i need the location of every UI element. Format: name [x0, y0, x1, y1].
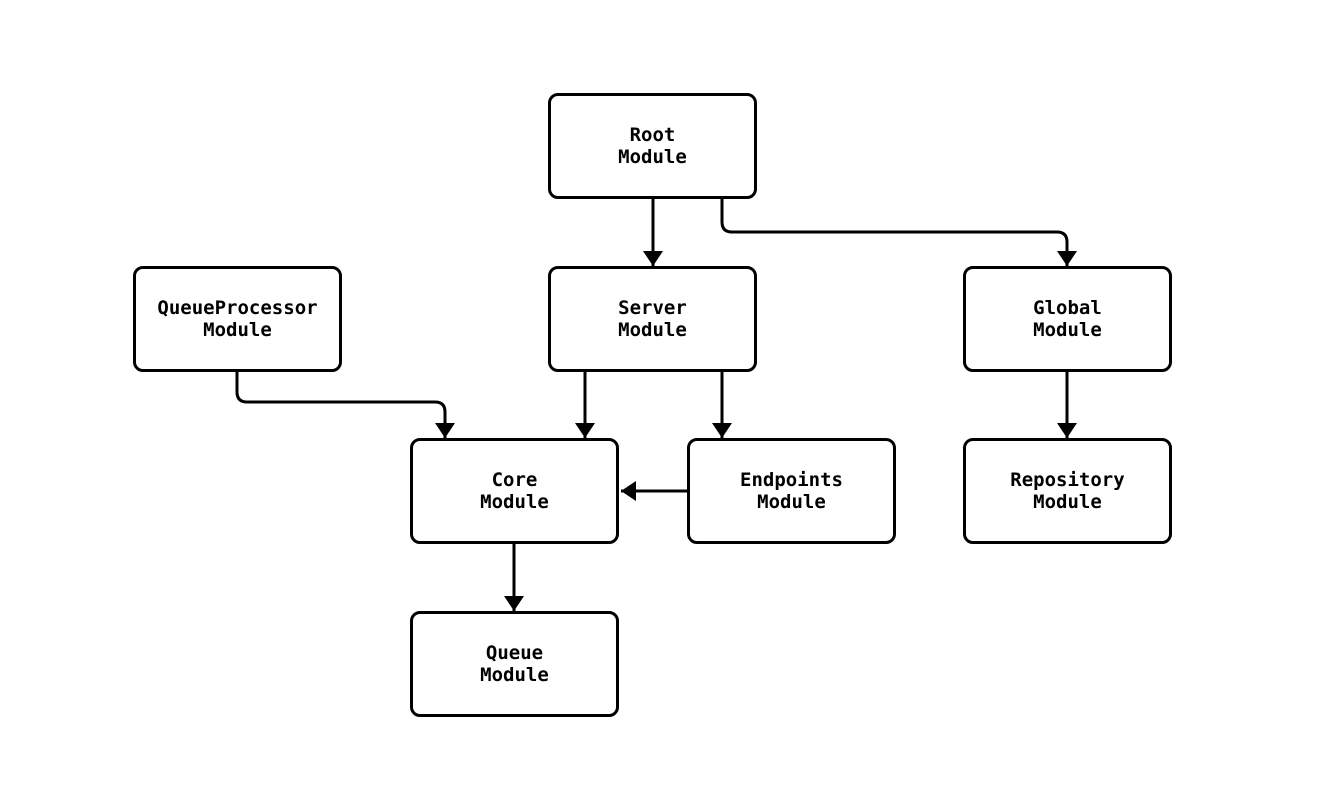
edge-queueprocessor-to-core	[235, 372, 455, 438]
node-core-module: Core Module	[410, 438, 619, 544]
node-label: Repository Module	[1010, 469, 1125, 513]
node-global-module: Global Module	[963, 266, 1172, 372]
node-server-module: Server Module	[548, 266, 757, 372]
node-root-module: Root Module	[548, 93, 757, 199]
node-label: Root Module	[618, 124, 687, 168]
node-label: Server Module	[618, 297, 687, 341]
edge-root-to-global	[720, 199, 1077, 266]
node-label: Endpoints Module	[740, 469, 843, 513]
node-label: QueueProcessor Module	[157, 297, 318, 341]
node-label: Queue Module	[480, 642, 549, 686]
node-repository-module: Repository Module	[963, 438, 1172, 544]
node-label: Global Module	[1033, 297, 1102, 341]
node-queue-module: Queue Module	[410, 611, 619, 717]
node-queueprocessor-module: QueueProcessor Module	[133, 266, 342, 372]
node-label: Core Module	[480, 469, 549, 513]
node-endpoints-module: Endpoints Module	[687, 438, 896, 544]
